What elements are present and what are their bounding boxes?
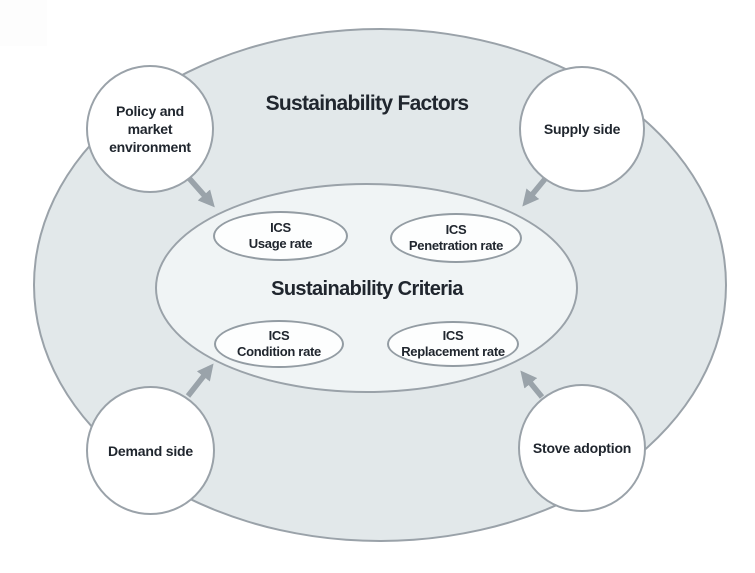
node-label-line1: ICS	[268, 328, 290, 343]
node-label-line1: ICS	[270, 220, 291, 235]
circle-supply-side: Supply side	[519, 66, 645, 192]
node-ics-usage-rate: ICS Usage rate	[213, 211, 348, 261]
node-ics-penetration-rate: ICS Penetration rate	[390, 213, 522, 263]
circle-policy-market-environment: Policy and market environment	[86, 65, 214, 193]
circle-demand-side: Demand side	[86, 386, 215, 515]
circle-label: Demand side	[108, 442, 193, 459]
circle-label: Stove adoption	[532, 440, 632, 456]
circle-label: Supply side	[543, 121, 621, 137]
node-label-line2: Usage rate	[248, 236, 313, 251]
node-label-line2: Replacement rate	[401, 344, 505, 359]
sustainability-factors-title: Sustainability Factors	[265, 92, 470, 115]
circle-label: Policy and market environment	[109, 103, 191, 155]
node-ics-replacement-rate: ICS Replacement rate	[387, 321, 519, 367]
node-label-line2: Condition rate	[237, 344, 321, 359]
node-label-line1: ICS	[442, 328, 464, 343]
circle-stove-adoption: Stove adoption	[518, 384, 646, 512]
node-label-line2: Penetration rate	[408, 238, 504, 253]
node-label-line1: ICS	[445, 222, 467, 237]
sustainability-criteria-title: Sustainability Criteria	[271, 278, 463, 300]
corner-artifact	[0, 0, 47, 46]
node-ics-condition-rate: ICS Condition rate	[214, 320, 344, 368]
